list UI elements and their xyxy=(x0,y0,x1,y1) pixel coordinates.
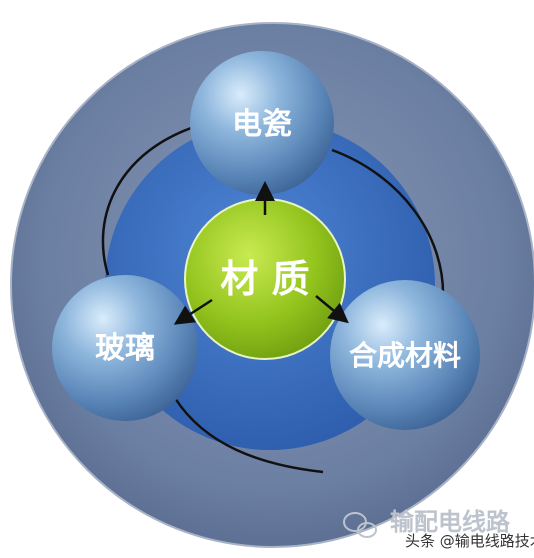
connector-curve-left xyxy=(101,123,201,276)
node-label-glass: 玻璃 xyxy=(95,331,155,366)
arrow-to-glass xyxy=(173,298,213,325)
wechat-icon xyxy=(343,512,377,538)
watermark-source-text: 头条 @输电线路技术 xyxy=(405,532,534,550)
arrow-to-composite xyxy=(315,295,349,324)
node-porcelain xyxy=(190,51,334,195)
connector-curve-right xyxy=(331,148,445,299)
center-label: 材 质 xyxy=(220,256,309,301)
node-label-porcelain: 电瓷 xyxy=(232,107,292,142)
node-glass xyxy=(52,275,198,421)
watermark-main-text: 输配电线路 xyxy=(390,508,511,536)
connector-curve-bottom xyxy=(173,397,324,474)
node-label-composite: 合成材料 xyxy=(349,339,461,372)
node-composite xyxy=(330,280,480,430)
